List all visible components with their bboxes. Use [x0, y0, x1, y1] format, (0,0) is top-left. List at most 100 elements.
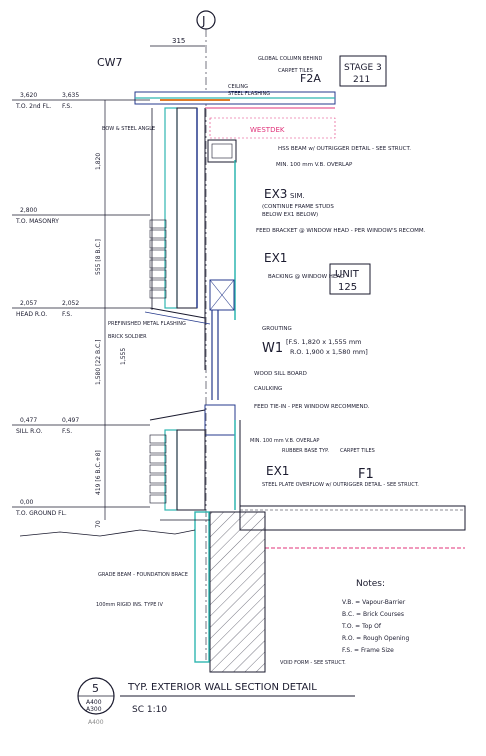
- lower-wall-cyan: [164, 429, 178, 511]
- backing-label: BACKING @ WINDOW HEAD: [268, 274, 344, 280]
- head-flashing: [144, 311, 211, 325]
- grade-profile: [19, 529, 196, 537]
- caulking-label: CAULKING: [254, 386, 282, 392]
- ceiling-label: CEILING: [228, 84, 248, 90]
- ex3-label: EX3: [264, 187, 287, 201]
- feed-bracket-label: FEED BRACKET @ WINDOW HEAD - PER WINDOW'…: [256, 228, 426, 234]
- unit-box: [329, 263, 371, 295]
- elev-1-fs: 3,635: [62, 92, 79, 99]
- w1-ro: R.O. 1,900 x 1,580 mm]: [290, 348, 368, 356]
- unit-line2: 125: [338, 282, 357, 293]
- note-5: F.S. = Frame Size: [342, 647, 394, 654]
- void-form-label: VOID FORM - SEE STRUCT.: [280, 660, 346, 666]
- upper-brick: [149, 219, 167, 299]
- sheet-ref-bottom: A300: [86, 706, 102, 713]
- upper-wall-cyan: [164, 107, 178, 309]
- westdek-label: WESTDEK: [250, 126, 285, 134]
- f1-label: F1: [358, 467, 374, 482]
- elev-4-fs: 0,497: [62, 417, 79, 424]
- wood-sill-label: WOOD SILL BOARD: [254, 371, 307, 377]
- ex3-sim: SIM.: [290, 192, 305, 200]
- elev-5-value: 0,00: [20, 499, 34, 506]
- stage-box: [339, 55, 387, 87]
- rubber-base-label: RUBBER BASE TYP.: [282, 448, 329, 454]
- note-1: V.B. = Vapour-Barrier: [342, 599, 406, 606]
- ex3-note1: (CONTINUE FRAME STUDS: [262, 204, 334, 210]
- elev-3-fs: 2,052: [62, 300, 79, 307]
- window-sill: [204, 404, 236, 436]
- foundation-wall: [209, 511, 266, 673]
- sheet-ref-top: A400: [86, 699, 102, 706]
- window-head-x2: [209, 279, 235, 311]
- hss-beam-inner: [211, 143, 233, 159]
- vb-overlap2-label: MIN. 100 mm V.B. OVERLAP: [250, 438, 319, 444]
- brick-soldier-label: BRICK SOLDIER: [108, 334, 147, 340]
- unit-line1: UNIT: [335, 269, 360, 280]
- dim-3: 1,555: [120, 348, 127, 365]
- elev-4-name: SILL R.O.: [16, 428, 43, 435]
- vb-overlap-label: MIN. 100 mm V.B. OVERLAP: [276, 162, 353, 168]
- dim-6: 70: [95, 520, 102, 528]
- elev-3-name: HEAD R.O.: [16, 311, 47, 318]
- elev-3-value: 2,057: [20, 300, 37, 307]
- elev-1-fs-label: F.S.: [62, 103, 72, 110]
- ground-slab: [239, 505, 466, 531]
- window-head-frame: [209, 279, 235, 311]
- note-3: T.O. = Top Of: [341, 623, 382, 630]
- f2a-label: F2A: [300, 72, 321, 85]
- rigid-label: 100mm RIGID INS. TYPE IV: [96, 602, 164, 608]
- dim-2: 555 [8 B.C.]: [95, 239, 102, 275]
- notes-heading: Notes:: [356, 579, 385, 589]
- grade-beam-label: GRADE BEAM - FOUNDATION BRACE: [98, 572, 188, 578]
- carpet-tiles-label: CARPET TILES: [340, 448, 375, 454]
- ex1-top-label: EX1: [264, 251, 287, 265]
- brick-soldier-line: [149, 307, 206, 319]
- lower-wall-stud: [176, 429, 206, 511]
- elev-2-value: 2,800: [20, 207, 37, 214]
- feed-tie-label: FEED TIE-IN - PER WINDOW RECOMMEND.: [254, 404, 370, 410]
- dim-4: 1,580 [22 B.C.]: [95, 340, 102, 385]
- stamp: A400: [88, 719, 104, 726]
- lower-brick: [149, 434, 167, 504]
- title: TYP. EXTERIOR WALL SECTION DETAIL: [127, 682, 317, 693]
- elev-1-name: T.O. 2nd FL.: [15, 103, 51, 110]
- hss-beam-label: HSS BEAM w/ OUTRIGGER DETAIL - SEE STRUC…: [278, 146, 411, 152]
- scale: SC 1:10: [132, 705, 167, 715]
- dim-1: 1,820: [95, 153, 102, 170]
- top-dimension: 315: [172, 37, 185, 45]
- stage-line2: 211: [353, 75, 370, 85]
- elev-4-value: 0,477: [20, 417, 37, 424]
- detail-number: 5: [92, 682, 99, 695]
- steel-plate-label: STEEL PLATE OVERFLOW w/ OUTRIGGER DETAIL…: [262, 482, 419, 488]
- westdek-deck: [209, 117, 336, 139]
- ex1-bottom-label: EX1: [266, 464, 289, 478]
- steel-flashing-label: STEEL FLASHING: [228, 91, 270, 97]
- w1-fs: [F.S. 1,820 x 1,555 mm: [286, 338, 361, 346]
- note-4: R.O. = Rough Opening: [342, 635, 409, 642]
- elev-4-fs-label: F.S.: [62, 428, 72, 435]
- dim-5: 419 [6 B.C.+8]: [95, 450, 102, 495]
- stage-line1: STAGE 3: [344, 63, 382, 73]
- ex3-note2: BELOW EX1 BELOW): [262, 212, 318, 218]
- elev-1-value: 3,620: [20, 92, 37, 99]
- upper-wall-stud: [176, 107, 198, 309]
- note-2: B.C. = Brick Courses: [342, 611, 404, 618]
- w1-label: W1: [262, 341, 283, 356]
- carpet-top-label: CARPET TILES: [278, 68, 313, 74]
- elevation-markers: [12, 99, 150, 520]
- bow-steel-label: BOW & STEEL ANGLE: [102, 126, 155, 132]
- prefinished-label: PREFINISHED METAL FLASHING: [108, 321, 186, 327]
- grid-label: J: [201, 14, 206, 28]
- global-call-label: GLOBAL COLUMN BEHIND: [258, 56, 322, 62]
- elev-5-name: T.O. GROUND FL.: [15, 510, 67, 517]
- cw-label: CW7: [97, 56, 123, 69]
- elev-2-name: T.O. MASONRY: [15, 218, 59, 225]
- grid-bubble: [196, 10, 216, 30]
- sill-slope: [149, 409, 206, 421]
- hss-beam: [207, 139, 237, 163]
- elev-3-fs-label: F.S.: [62, 311, 72, 318]
- grouting-label: GROUTING: [262, 326, 292, 332]
- rigid-insulation: [194, 511, 210, 663]
